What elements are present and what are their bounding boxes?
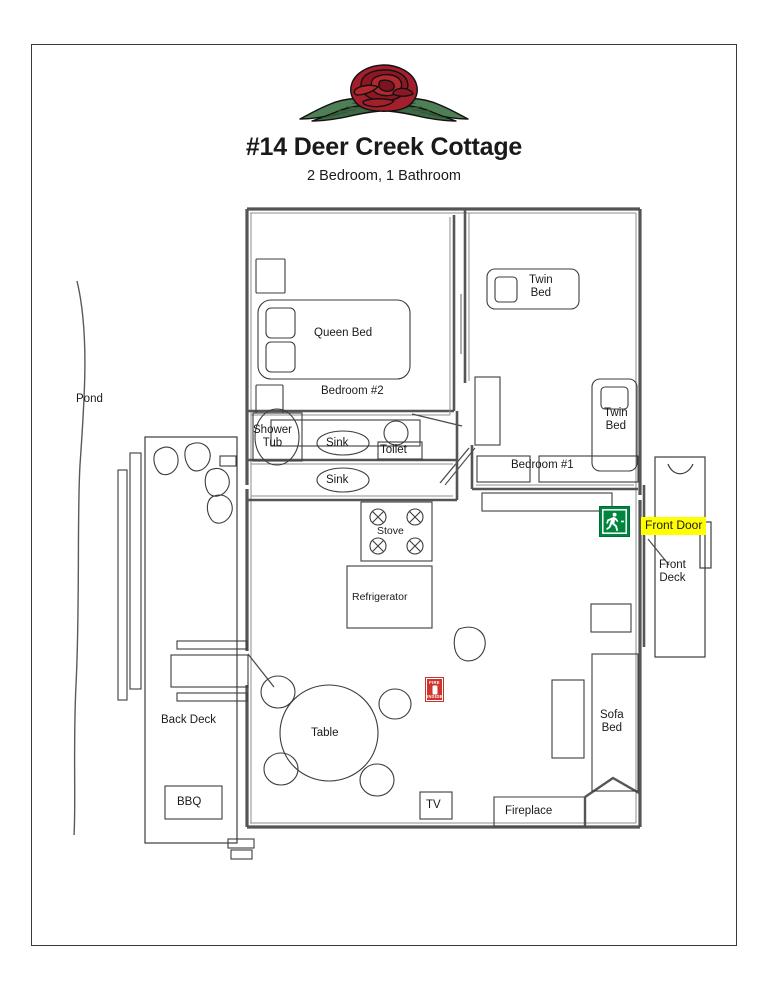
dining-table: [279, 684, 379, 782]
front-deck: [654, 456, 712, 658]
deck-rail-outer: [129, 452, 142, 690]
deck-bench-bottom: [176, 692, 248, 702]
dresser-bedroom1-a: [476, 455, 531, 483]
bedroom2-door-swing: [411, 413, 463, 427]
bench-bedroom1: [481, 492, 613, 512]
toilet-tank: [377, 441, 423, 460]
twin-bed-1: [486, 268, 580, 310]
stove-box: [360, 501, 433, 562]
page-sheet: #14 Deer Creek Cottage 2 Bedroom, 1 Bath…: [31, 44, 737, 946]
side-table-living: [590, 603, 632, 633]
bathroom-walls: [247, 411, 459, 502]
dining-chair-1: [260, 675, 296, 709]
emergency-exit-sign: [599, 506, 630, 537]
bedroom1-door-swing-left: [439, 447, 470, 484]
chair-kitchen: [453, 626, 486, 662]
sink-kitchen: [316, 467, 370, 493]
deck-chair-3: [204, 468, 230, 497]
running-person-exit-icon: [600, 507, 629, 536]
bbq-grill: [164, 785, 223, 820]
pillow-left-bottom: [265, 341, 296, 373]
deck-rail-inner: [117, 469, 128, 701]
pillow-left-top: [265, 307, 296, 339]
fireplace-corner-angle: [584, 776, 640, 798]
front-deck-bench: [667, 463, 694, 475]
rose-logo: [294, 61, 474, 123]
deck-step-b: [230, 849, 253, 860]
dining-chair-3: [263, 752, 299, 786]
bedroom2-walls: [247, 215, 456, 413]
sofa-bed: [591, 653, 639, 792]
deck-step-a: [227, 838, 255, 849]
dining-chair-2: [378, 688, 412, 720]
back-deck: [117, 436, 255, 860]
picnic-table: [170, 654, 249, 688]
deck-chair-2: [184, 442, 211, 472]
deck-bench-top: [176, 640, 248, 650]
front-door-callout: Front Door: [641, 517, 707, 535]
deck-chair-4: [206, 494, 233, 524]
fire-sign-top-text: FIRE: [429, 680, 440, 685]
floor-plan-drawing: [73, 207, 712, 860]
nightstand-bedroom2: [255, 258, 286, 294]
twin-bed-1-pillow: [494, 276, 518, 303]
house-walls: [245, 207, 642, 829]
twin-bed-2: [591, 378, 638, 472]
stove-burners: [369, 508, 424, 555]
closet-bedroom1-left: [474, 376, 501, 446]
pond-shoreline: [73, 280, 86, 836]
deck-chair-1: [153, 446, 179, 476]
fire-sign-bottom-text: INSIDE: [427, 694, 443, 699]
queen-bed: [257, 299, 411, 380]
dresser-long-bedroom2: [270, 419, 421, 447]
twin-bed-2-pillow: [600, 386, 629, 410]
fireplace-box: [493, 796, 586, 827]
tv-stand: [419, 791, 453, 820]
shower-tub-box: [252, 412, 303, 462]
refrigerator-box: [346, 565, 433, 629]
back-door-swing: [247, 653, 275, 688]
coffee-table: [551, 679, 585, 759]
shower-tub-oval: [254, 408, 300, 466]
fire-extinguisher-sign: FIRE INSIDE: [425, 677, 444, 702]
fire-extinguisher-icon: [432, 685, 437, 694]
page-title: #14 Deer Creek Cottage: [245, 133, 523, 161]
deck-side-table: [219, 455, 237, 467]
dresser-bedroom1-b: [538, 455, 639, 483]
page-subtitle: 2 Bedroom, 1 Bathroom: [307, 168, 461, 184]
dining-chair-4: [359, 763, 395, 797]
sink-bathroom: [316, 430, 370, 456]
front-door-leader: [647, 538, 670, 566]
toilet-bowl: [383, 420, 409, 446]
